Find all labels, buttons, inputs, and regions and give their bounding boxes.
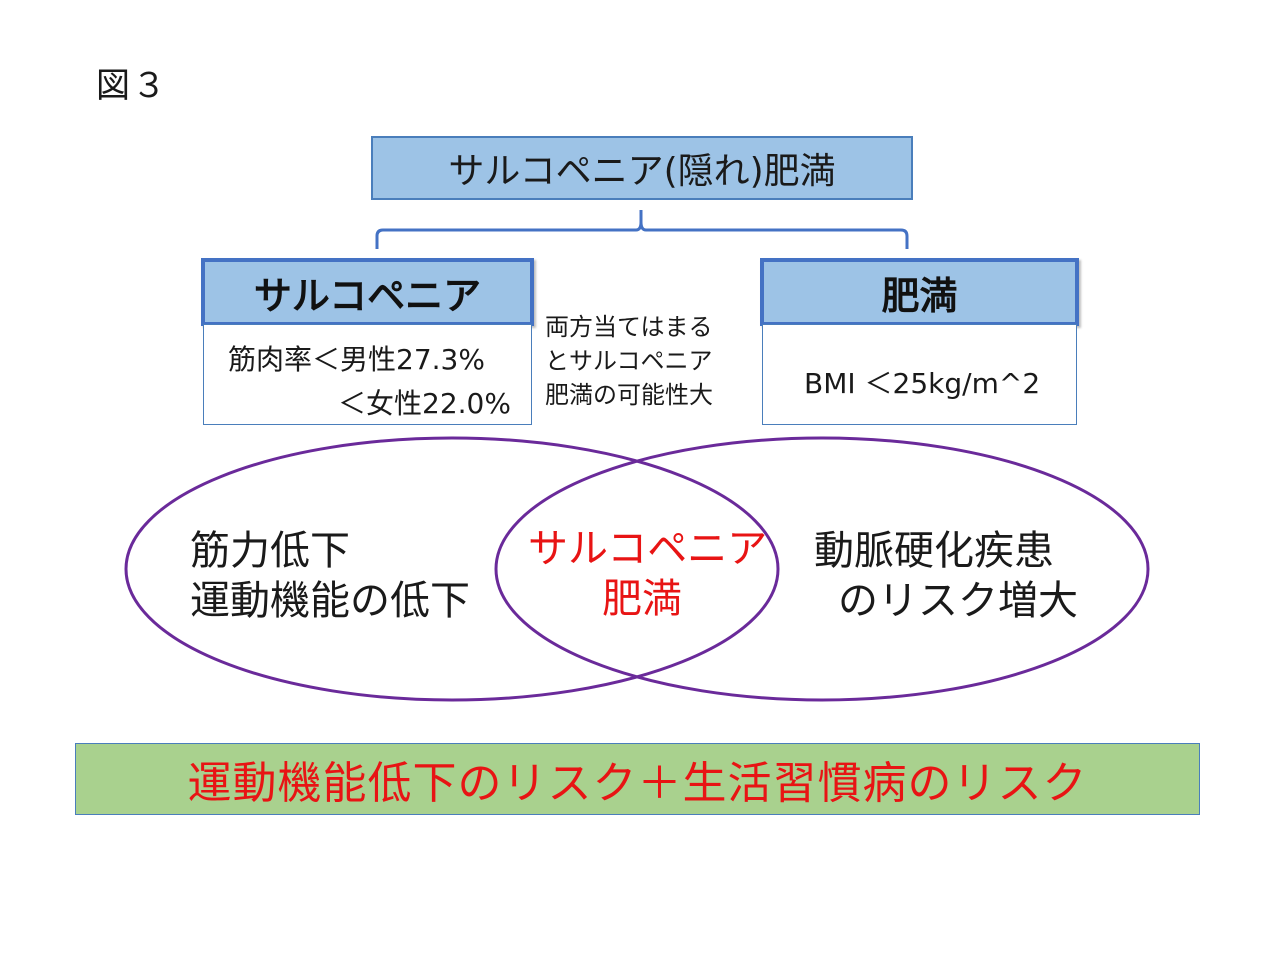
conclusion-box: 運動機能低下のリスク＋生活習慣病のリスク	[75, 743, 1200, 815]
note-line: 両方当てはまる	[545, 313, 713, 341]
sarcopenia-header-text: サルコペニア	[253, 273, 482, 318]
venn-center-line: サルコペニア	[528, 526, 768, 572]
venn-left-line: 運動機能の低下	[190, 578, 470, 624]
venn-left-line: 筋力低下	[190, 528, 350, 574]
venn-right-line: のリスク増大	[838, 578, 1078, 624]
sarcopenia-criterion-male: 筋肉率＜男性27.3%	[228, 343, 485, 376]
overlap-note: 両方当てはまる とサルコペニア 肥満の可能性大	[545, 310, 713, 412]
obesity-header-text: 肥満	[881, 273, 958, 318]
note-line: 肥満の可能性大	[545, 381, 713, 409]
sarcopenia-criterion-female: ＜女性22.0%	[338, 387, 511, 420]
note-line: とサルコペニア	[545, 347, 713, 375]
conclusion-text: 運動機能低下のリスク＋生活習慣病のリスク	[187, 758, 1088, 809]
obesity-criteria-box	[762, 324, 1077, 425]
obesity-criterion-bmi: BMI ＜25kg/m^2	[804, 367, 1041, 400]
venn-right-ellipse	[494, 436, 1150, 702]
title-box: サルコペニア(隠れ)肥満	[371, 136, 913, 200]
obesity-header: 肥満	[760, 258, 1079, 326]
grouping-bracket	[375, 210, 909, 249]
venn-left-ellipse	[124, 436, 780, 702]
figure-label: 図３	[96, 66, 168, 106]
title-text: サルコペニア(隠れ)肥満	[448, 151, 836, 192]
venn-right-line: 動脈硬化疾患	[814, 528, 1054, 574]
sarcopenia-header: サルコペニア	[201, 258, 534, 326]
venn-center-line: 肥満	[602, 576, 682, 622]
sarcopenia-criteria-box	[203, 324, 532, 425]
